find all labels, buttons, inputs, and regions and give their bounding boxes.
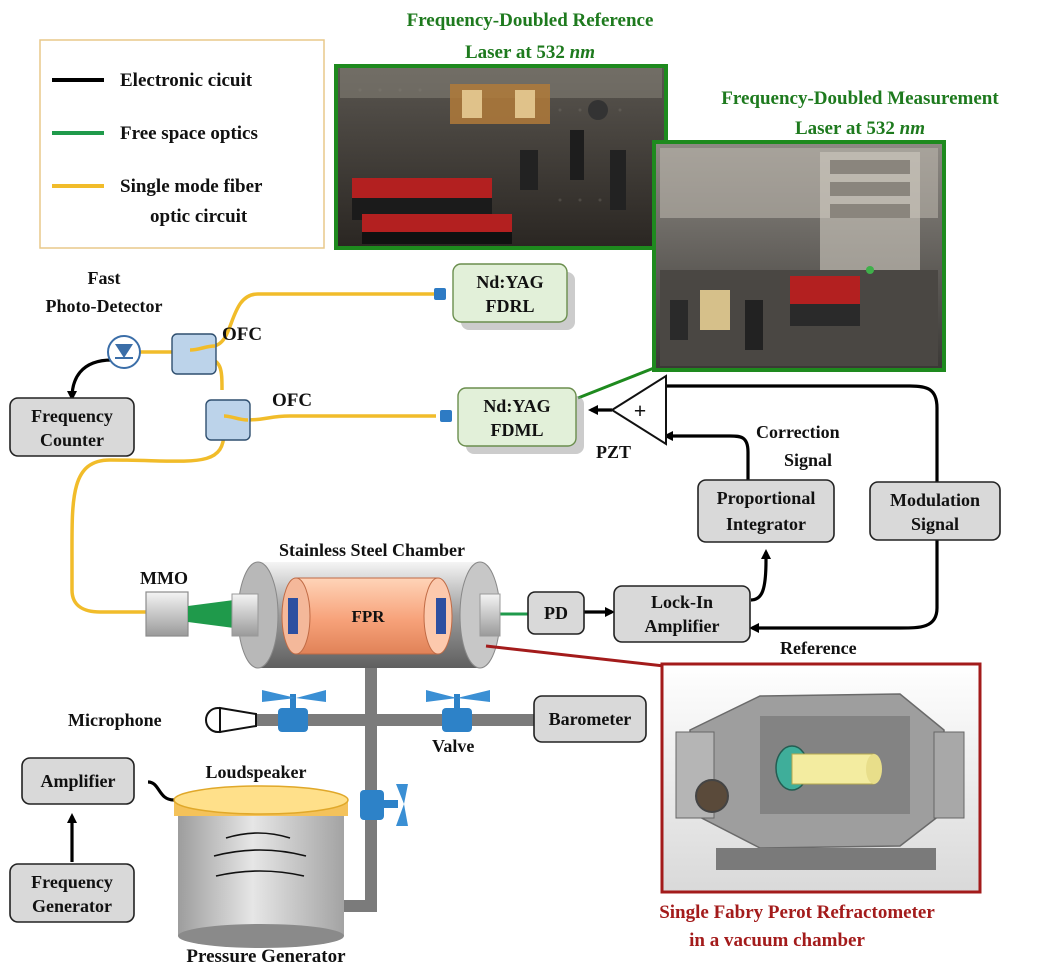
valve-label: Valve [432, 736, 474, 756]
pd-to-counter-line [67, 358, 113, 401]
summer-amplifier: + [610, 374, 667, 446]
mmo-label: MMO [140, 568, 188, 588]
chamber-label: Stainless Steel Chamber [279, 540, 465, 560]
pzt-label: PZT [596, 442, 631, 462]
reference-line [749, 540, 939, 633]
fdrl-label-1: Nd:YAG [476, 272, 543, 292]
electronic-paths [67, 358, 939, 862]
fiber-ofc2-to-mmo [70, 431, 226, 614]
pressure-generator-label: Pressure Generator [186, 946, 346, 965]
frequency-generator-block: Frequency Generator [9, 863, 135, 923]
frequency-generator-label-1: Frequency [31, 872, 113, 892]
measurement-laser-photo [652, 140, 946, 372]
pd-label: PD [544, 603, 568, 623]
microphone-label: Microphone [68, 710, 162, 730]
frequency-counter-block: Frequency Counter [9, 397, 135, 457]
barometer-label: Barometer [549, 709, 632, 729]
pd-block: PD [527, 591, 585, 635]
measurement-laser-title-2: Laser at 532 nm [795, 118, 925, 139]
barometer-block: Barometer [533, 695, 647, 743]
modulation-signal-label-2: Signal [911, 514, 959, 534]
frequency-counter-label-1: Frequency [31, 406, 113, 426]
proportional-integrator-label-1: Proportional [717, 488, 816, 508]
fdml-label-1: Nd:YAG [483, 396, 550, 416]
fpr-label: FPR [351, 607, 385, 626]
lock-in-amplifier-block: Lock-In Amplifier [613, 585, 751, 643]
legend-electronic-label: Electronic cicuit [120, 70, 253, 91]
lockin-to-pi-line [750, 549, 771, 602]
fast-pd-label-2: Photo-Detector [46, 296, 163, 316]
lock-in-label-1: Lock-In [651, 592, 713, 612]
fiber-ofc2-to-fdml [244, 414, 436, 422]
amplifier-to-speaker-line [147, 780, 175, 802]
ofc-bottom-coupler [205, 399, 251, 441]
ofc-bottom-label: OFC [272, 390, 312, 411]
legend-frame [39, 39, 325, 249]
modulation-signal-label-1: Modulation [890, 490, 980, 510]
inset-caption-1: Single Fabry Perot Refractometer [659, 902, 935, 923]
legend-free-space-label: Free space optics [120, 123, 258, 144]
loudspeaker-icon [173, 785, 349, 948]
correction-signal-line [663, 431, 750, 480]
refractometer-inset [660, 662, 982, 894]
frequency-counter-label-2: Counter [40, 430, 104, 450]
fpr-cavity: FPR [281, 577, 453, 655]
ofc-top-coupler [171, 333, 217, 375]
fdml-fiber-connector [440, 410, 452, 422]
valve-left-icon [262, 690, 326, 732]
fast-pd-label-1: Fast [88, 268, 121, 288]
reference-laser-photo [334, 64, 668, 250]
amplifier-label: Amplifier [41, 771, 116, 791]
proportional-integrator-label-2: Integrator [726, 514, 806, 534]
loudspeaker-label: Loudspeaker [205, 762, 306, 782]
legend-fiber-label-2: optic circuit [150, 206, 248, 227]
fdrl-fiber-connector [434, 288, 446, 300]
legend-fiber-label-1: Single mode fiber [120, 176, 263, 197]
valve-right-icon [426, 690, 490, 732]
fdrl-block: Nd:YAG FDRL [452, 263, 575, 330]
modulation-to-summer-line [657, 381, 939, 482]
reference-label: Reference [780, 638, 857, 658]
fdrl-label-2: FDRL [486, 296, 535, 316]
microphone-icon [205, 706, 257, 734]
correction-label-1: Correction [756, 422, 840, 442]
measurement-laser-title-1: Frequency-Doubled Measurement [721, 88, 999, 109]
proportional-integrator-block: Proportional Integrator [697, 479, 835, 543]
fiber-ofc1-to-fdrl [211, 292, 436, 348]
reference-laser-title-1: Frequency-Doubled Reference [407, 10, 654, 31]
mmo-collimator [145, 591, 234, 637]
frequency-generator-label-2: Generator [32, 896, 112, 916]
legend: Electronic cicuit Free space optics Sing… [39, 39, 325, 249]
fiber-paths [70, 292, 436, 614]
reference-laser-title-2: Laser at 532 nm [465, 42, 595, 63]
correction-label-2: Signal [784, 450, 832, 470]
fdml-block: Nd:YAG FDML [457, 387, 584, 454]
inset-caption-2: in a vacuum chamber [689, 930, 865, 951]
valve-vertical-icon [360, 784, 408, 826]
fdml-label-2: FDML [491, 420, 544, 440]
lock-in-label-2: Amplifier [645, 616, 720, 636]
ofc-top-label: OFC [222, 324, 262, 345]
modulation-signal-block: Modulation Signal [869, 481, 1001, 541]
amplifier-block: Amplifier [21, 757, 135, 805]
summer-sign: + [634, 398, 647, 423]
photodetector-icon [107, 335, 141, 369]
fdml-photo-link [577, 366, 655, 400]
